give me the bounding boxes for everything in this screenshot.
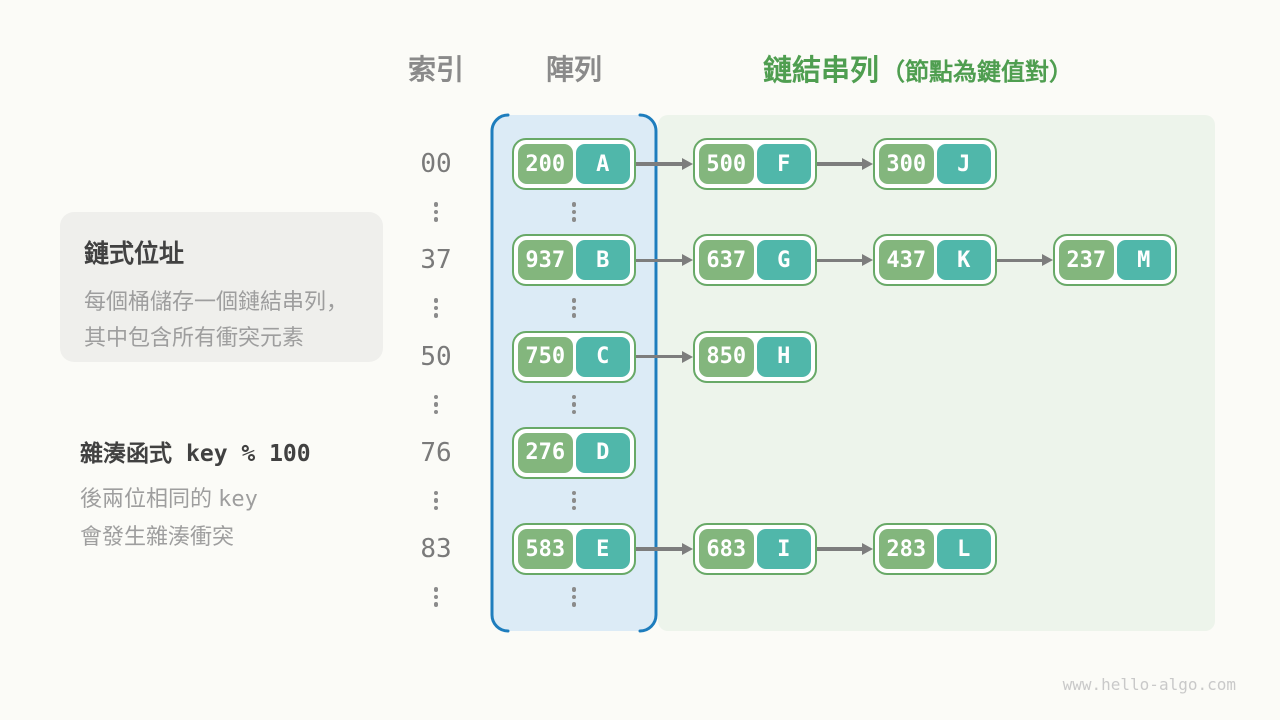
arrow-shaft <box>636 162 682 166</box>
next-pointer-arrow <box>817 541 873 557</box>
arrow-head <box>1042 254 1053 267</box>
node-key: 437 <box>879 240 934 281</box>
linked-list-column-header: 鏈結串列 （節點為鍵值對） <box>763 52 1073 88</box>
arrow-head <box>862 543 873 556</box>
linked-list-header-note: （節點為鍵值對） <box>881 59 1074 86</box>
ellipsis-dots <box>570 490 578 511</box>
node-value: E <box>575 529 630 570</box>
node-key: 937 <box>518 240 573 281</box>
hash-function-note: 雜湊函式 key % 100 後兩位相同的 key 會發生雜湊衝突 <box>80 434 400 555</box>
next-pointer-arrow <box>636 349 693 365</box>
array-bracket-right <box>638 113 658 633</box>
watermark: www.hello-algo.com <box>1062 675 1236 694</box>
node-value: F <box>756 144 811 184</box>
info-box-title: 鏈式位址 <box>84 240 185 268</box>
node-key: 276 <box>518 432 573 473</box>
ellipsis-dots <box>432 202 440 222</box>
arrow-head <box>682 158 693 170</box>
node-value: L <box>936 529 991 570</box>
node-key: 237 <box>1059 240 1114 281</box>
node-value: J <box>936 144 991 184</box>
node-key: 583 <box>518 529 573 570</box>
arrow-shaft <box>817 162 862 166</box>
node-value: H <box>756 336 811 377</box>
next-pointer-arrow <box>636 156 693 172</box>
array-bracket-left <box>490 113 510 633</box>
ellipsis-dots <box>570 394 578 415</box>
node-value: D <box>575 432 630 473</box>
hash-function-formula: key % 100 <box>186 441 311 467</box>
node-value: I <box>756 529 811 570</box>
arrow-head <box>682 543 693 556</box>
hash-note-line-1-text: 後兩位相同的 <box>80 486 219 511</box>
ellipsis-dots <box>432 298 440 318</box>
hash-note-line-2: 會發生雜湊衝突 <box>80 524 235 549</box>
next-pointer-arrow <box>636 252 693 268</box>
arrow-shaft <box>817 258 862 263</box>
linked-list-header-title: 鏈結串列 <box>763 55 880 87</box>
arrow-head <box>682 350 693 363</box>
hash-function-label: 雜湊函式 <box>80 440 172 466</box>
next-pointer-arrow <box>636 541 693 557</box>
chaining-info-box: 鏈式位址 每個桶儲存一個鏈結串列， 其中包含所有衝突元素 <box>60 212 383 362</box>
node-value: A <box>575 144 630 184</box>
hash-function-title-row: 雜湊函式 key % 100 <box>80 434 400 468</box>
bucket-index-label: 76 <box>420 437 452 468</box>
node-key: 850 <box>699 336 754 377</box>
arrow-shaft <box>636 547 682 551</box>
node-key: 683 <box>699 529 754 570</box>
hash-note-line-1: 後兩位相同的 key <box>80 480 400 518</box>
node-key: 637 <box>699 240 754 281</box>
ellipsis-dots <box>432 490 440 511</box>
arrow-head <box>862 158 873 170</box>
node-key: 283 <box>879 529 934 570</box>
info-box-line-2: 其中包含所有衝突元素 <box>84 325 305 350</box>
node-key: 300 <box>879 144 934 184</box>
next-pointer-arrow <box>817 156 873 172</box>
next-pointer-arrow <box>817 252 873 268</box>
node-value: K <box>936 240 991 281</box>
node-value: B <box>575 240 630 281</box>
node-value: M <box>1116 240 1171 281</box>
info-box-line-1: 每個桶儲存一個鏈結串列， <box>84 289 349 314</box>
arrow-head <box>682 254 693 267</box>
ellipsis-dots <box>570 202 578 222</box>
bucket-index-label: 50 <box>420 341 452 372</box>
ellipsis-dots <box>432 587 440 607</box>
node-key: 500 <box>699 144 754 184</box>
node-key: 750 <box>518 336 573 377</box>
node-value: C <box>575 336 630 377</box>
node-value: G <box>756 240 811 281</box>
node-key: 200 <box>518 144 573 184</box>
next-pointer-arrow <box>997 252 1053 268</box>
arrow-shaft <box>636 258 682 263</box>
arrow-shaft <box>817 547 862 551</box>
arrow-shaft <box>997 258 1042 263</box>
hash-note-line-1-code: key <box>218 487 258 512</box>
bucket-index-label: 83 <box>420 534 452 565</box>
arrow-head <box>862 254 873 267</box>
bucket-index-label: 37 <box>420 245 452 276</box>
ellipsis-dots <box>570 298 578 318</box>
bucket-index-label: 00 <box>420 149 452 179</box>
ellipsis-dots <box>432 394 440 415</box>
array-column-header: 陣列 <box>545 54 602 85</box>
index-column-header: 索引 <box>407 54 464 85</box>
ellipsis-dots <box>570 587 578 607</box>
arrow-shaft <box>636 354 682 359</box>
